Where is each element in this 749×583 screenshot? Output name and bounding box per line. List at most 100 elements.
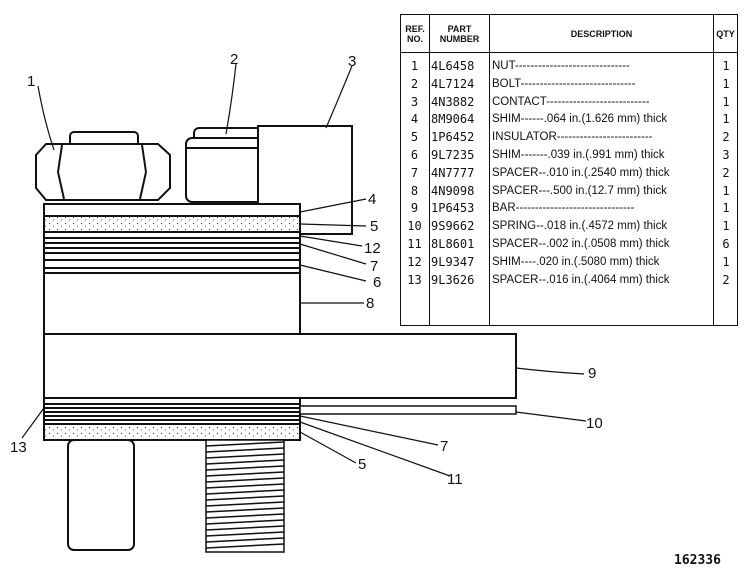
table-row: 8 4N9098 SPACER---.500 in.(12.7 mm) thick 1	[401, 183, 737, 201]
callout-5: 5	[370, 218, 378, 235]
part-number-cell: 8M9064	[431, 112, 475, 127]
table-row: 12 9L9347 SHIM----.020 in.(.5080 mm) thick…	[401, 254, 737, 272]
lower-stack	[43, 397, 301, 425]
nut	[35, 131, 171, 201]
part-number-cell: 4L7124	[431, 76, 475, 91]
description-cell: BOLT------------------------------	[492, 77, 636, 90]
description-cell: SPRING--.018 in.(.4572 mm) thick	[492, 220, 668, 233]
ref-no-cell: 6	[410, 148, 419, 162]
callout-12: 12	[364, 240, 381, 257]
part-number-cell: 9S9662	[431, 219, 475, 234]
table-row: 9 1P6453 BAR------------------------------…	[401, 200, 737, 218]
description-cell: NUT------------------------------	[492, 60, 630, 72]
part-number-cell: 1P6452	[431, 130, 475, 145]
ref-no-cell: 8	[410, 183, 419, 198]
header-qty: QTY	[714, 15, 737, 53]
qty-cell: 2	[722, 165, 730, 180]
qty-cell: 1	[722, 254, 730, 269]
header-qty-label: QTY	[716, 28, 735, 39]
column-divider	[428, 53, 430, 325]
table-row: 10 9S9662 SPRING--.018 in.(.4572 mm) thick…	[401, 218, 737, 236]
shim-upper	[43, 203, 301, 217]
ref-no-cell: 7	[410, 165, 419, 180]
table-row: 11 8L8601 SPACER--.002 in.(.0508 mm) thick…	[401, 236, 737, 254]
ref-no-cell: 13	[407, 272, 422, 287]
spacer-shim-layers	[43, 231, 301, 261]
callout-4: 4	[368, 191, 376, 208]
qty-cell: 1	[722, 201, 730, 216]
header-description: DESCRIPTION	[490, 15, 714, 53]
insulator-upper	[43, 215, 301, 233]
part-number-cell: 4N7777	[431, 165, 475, 180]
table-row: 6 9L7235 SHIM-------.039 in.(.991 mm) thic…	[401, 147, 737, 165]
part-number-cell: 8L8601	[431, 237, 475, 251]
description-cell: SPACER--.010 in.(.2540 mm) thick	[492, 166, 670, 179]
part-number-cell: 4N9098	[431, 183, 475, 198]
ref-no-cell: 12	[407, 254, 422, 269]
ref-no-cell: 3	[410, 94, 419, 109]
part-number-cell: 4N3882	[431, 94, 475, 109]
description-cell: SPACER---.500 in.(12.7 mm) thick	[492, 184, 667, 197]
part-number-cell: 9L3626	[431, 272, 475, 287]
shim-and-spacer-block	[43, 259, 301, 335]
header-ref-line2: NO.	[406, 33, 423, 44]
qty-cell: 1	[722, 59, 730, 73]
qty-cell: 1	[722, 76, 730, 91]
header-part-line2: NUMBER	[439, 33, 480, 44]
callout-2: 2	[230, 51, 238, 68]
callout-10: 10	[586, 415, 603, 432]
callout-11: 11	[447, 471, 463, 488]
header-ref-no: REF.NO.	[401, 15, 430, 53]
table-row: 3 4N3882 CONTACT--------------------------…	[401, 94, 737, 112]
header-ref-line1: REF.	[405, 23, 425, 34]
figure-number: 162336	[674, 553, 721, 568]
column-divider	[712, 53, 714, 325]
callout-7: 7	[370, 258, 378, 275]
callout-5-lower: 5	[358, 456, 366, 473]
header-part-line1: PART	[447, 23, 472, 34]
spring	[299, 405, 517, 415]
description-cell: INSULATOR-------------------------	[492, 131, 653, 144]
insulator-lower	[43, 423, 301, 441]
part-number-cell: 9L7235	[431, 148, 475, 162]
callout-numbers: 1 2 3 4 5 12 7 6 8 9 10 7 5 11 13	[10, 51, 603, 488]
ref-no-cell: 10	[407, 219, 422, 234]
description-cell: SPACER--.016 in.(.4064 mm) thick	[492, 273, 670, 286]
description-cell: SPACER--.002 in.(.0508 mm) thick	[492, 238, 670, 250]
description-cell: BAR-------------------------------	[492, 202, 635, 215]
qty-cell: 3	[722, 148, 730, 162]
qty-cell: 1	[722, 94, 730, 109]
qty-cell: 1	[722, 219, 730, 234]
bolt-shank	[67, 439, 135, 551]
column-divider	[488, 53, 490, 325]
ref-no-cell: 11	[407, 237, 422, 251]
table-row: 7 4N7777 SPACER--.010 in.(.2540 mm) thick 2	[401, 165, 737, 183]
header-description-label: DESCRIPTION	[570, 28, 633, 39]
qty-cell: 2	[722, 130, 730, 145]
threaded-stud	[205, 439, 285, 553]
ref-no-cell: 1	[410, 59, 419, 73]
description-cell: SHIM----.020 in.(.5080 mm) thick	[492, 255, 660, 268]
description-cell: SHIM------.064 in.(1.626 mm) thick	[492, 113, 668, 126]
part-number-cell: 1P6453	[431, 201, 475, 216]
table-row: 13 9L3626 SPACER--.016 in.(.4064 mm) thick…	[401, 272, 737, 290]
callout-6: 6	[373, 274, 381, 291]
callout-8: 8	[366, 295, 374, 312]
ref-no-cell: 9	[410, 201, 419, 216]
description-cell: SHIM-------.039 in.(.991 mm) thick	[492, 149, 665, 161]
callout-13: 13	[10, 439, 27, 456]
callout-9: 9	[588, 365, 596, 382]
qty-cell: 1	[722, 183, 730, 198]
part-number-cell: 9L9347	[431, 254, 475, 269]
qty-cell: 1	[722, 112, 730, 127]
bar	[43, 333, 517, 399]
description-cell: CONTACT---------------------------	[492, 95, 650, 108]
qty-cell: 2	[722, 272, 730, 287]
